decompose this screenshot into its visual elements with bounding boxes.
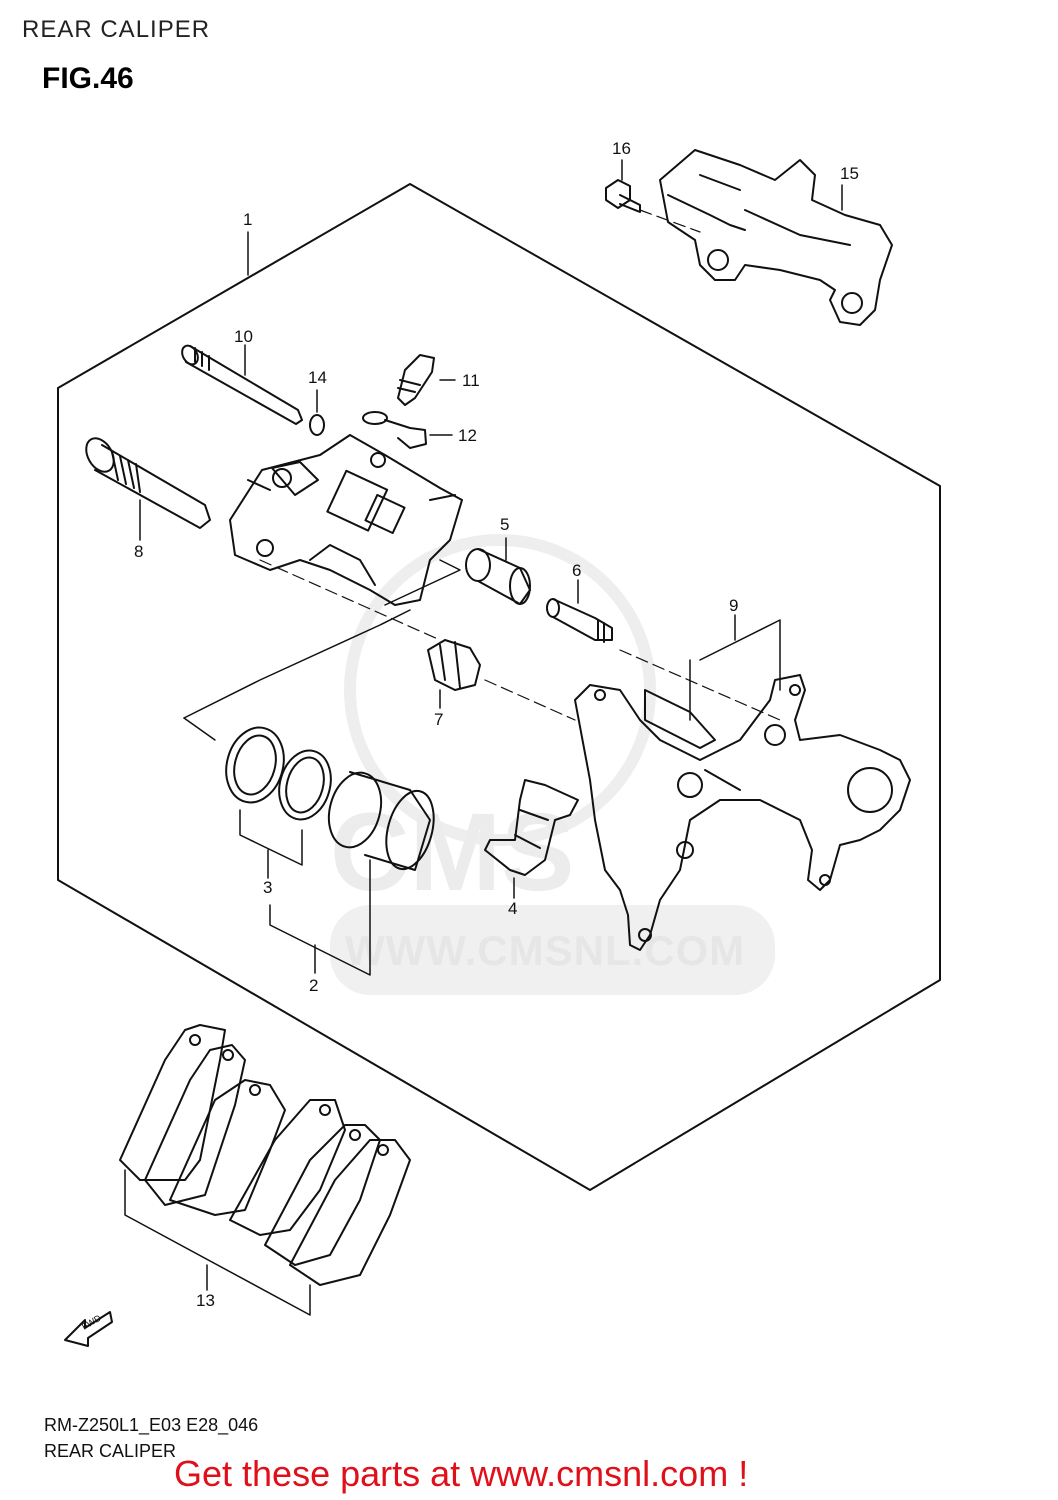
- rubber-boot: [427, 639, 481, 709]
- assembly-axis-lines: [259, 209, 781, 721]
- slide-pin-large: [85, 437, 211, 541]
- piston-seals: [225, 726, 332, 879]
- brake-pads: [119, 1024, 411, 1316]
- watermark-logo-text: CMS: [330, 791, 574, 914]
- pad-spring: [484, 779, 579, 899]
- callout-8: 8: [134, 542, 143, 561]
- callout-3: 3: [263, 878, 272, 897]
- pin-small: [181, 344, 303, 425]
- page-header-title: REAR CALIPER: [22, 16, 211, 43]
- figure-label: FIG.46: [42, 62, 134, 95]
- pin-threaded: [546, 579, 613, 643]
- forward-direction-arrow: FWD: [64, 1311, 113, 1347]
- callout-2: 2: [309, 976, 318, 995]
- caliper-bracket: [574, 614, 911, 951]
- bleeder-screw: [397, 354, 456, 406]
- sleeve: [465, 537, 531, 605]
- caliper-assembly-boundary: [57, 183, 941, 1191]
- piston: [269, 771, 435, 976]
- bleeder-cap: [362, 411, 453, 449]
- promo-link-text[interactable]: Get these parts at www.cmsnl.com !: [174, 1453, 749, 1494]
- callout-4: 4: [508, 899, 517, 918]
- caliper-body: [229, 434, 463, 606]
- guard-bolt: [605, 159, 641, 213]
- callout-14: 14: [308, 368, 327, 387]
- guide-lines: [183, 231, 461, 741]
- callout-1: 1: [243, 210, 252, 229]
- model-code: RM-Z250L1_E03 E28_046: [44, 1415, 259, 1435]
- diagram-name: REAR CALIPER: [44, 1441, 177, 1461]
- callout-16: 16: [612, 139, 631, 158]
- callout-7: 7: [434, 710, 443, 729]
- callout-15: 15: [840, 164, 859, 183]
- callout-6: 6: [572, 561, 581, 580]
- callout-11: 11: [462, 371, 480, 390]
- callout-9: 9: [729, 596, 738, 615]
- callout-10: 10: [234, 327, 253, 346]
- watermark-url-text: WWW.CMSNL.COM: [345, 927, 745, 974]
- callout-5: 5: [500, 515, 509, 534]
- o-ring-small: [309, 414, 325, 436]
- callout-13: 13: [196, 1291, 215, 1310]
- watermark: CMS WWW.CMSNL.COM: [330, 534, 775, 995]
- callout-numbers: 1 2 3 4 5 6 7 8 9 10 11 12 13 14 15 16: [134, 139, 859, 1310]
- callout-12: 12: [458, 426, 477, 445]
- caliper-guard: [659, 149, 893, 326]
